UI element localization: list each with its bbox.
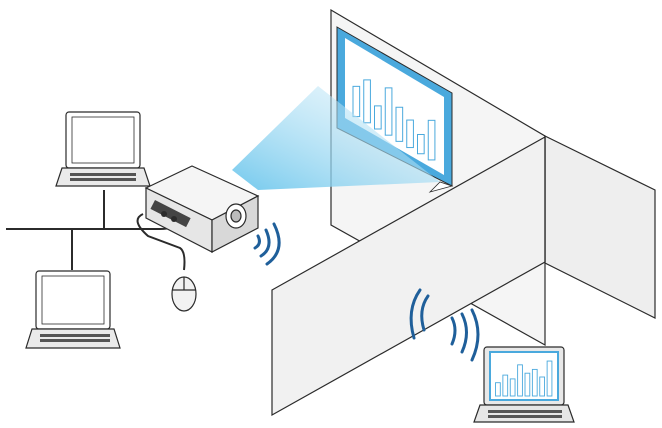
screen-bar xyxy=(374,105,382,130)
right-wall xyxy=(544,135,656,319)
wireless-signal-icon xyxy=(253,222,281,266)
laptop-bar xyxy=(509,378,516,397)
screen-bar xyxy=(395,106,404,142)
screen-bar xyxy=(384,87,393,136)
laptop-chart-bars xyxy=(495,360,553,397)
screen-bar xyxy=(427,119,436,161)
laptop-bar xyxy=(502,374,509,397)
laptop-bar xyxy=(539,376,545,397)
wireless-signal-icon xyxy=(409,288,480,362)
projection-screen-icon xyxy=(336,26,453,187)
laptop-bar xyxy=(517,364,523,397)
laptop-bar xyxy=(546,360,553,397)
mouse-icon xyxy=(171,276,197,312)
screen-chart-bars xyxy=(352,79,436,161)
screen-bar xyxy=(363,79,371,124)
projector-beam xyxy=(232,86,440,190)
screen-bar xyxy=(352,85,361,118)
laptop-icon xyxy=(55,111,151,187)
laptop-icon xyxy=(473,346,575,423)
laptop-icon xyxy=(25,270,121,349)
laptop-bar xyxy=(531,368,538,397)
partition-wall xyxy=(271,135,546,417)
laptop-bar xyxy=(524,372,531,397)
laptop-bar xyxy=(495,382,501,397)
projector-icon xyxy=(144,165,260,253)
screen-bar xyxy=(417,133,425,155)
screen-bar xyxy=(406,119,414,149)
network-cable-icon xyxy=(6,190,186,271)
